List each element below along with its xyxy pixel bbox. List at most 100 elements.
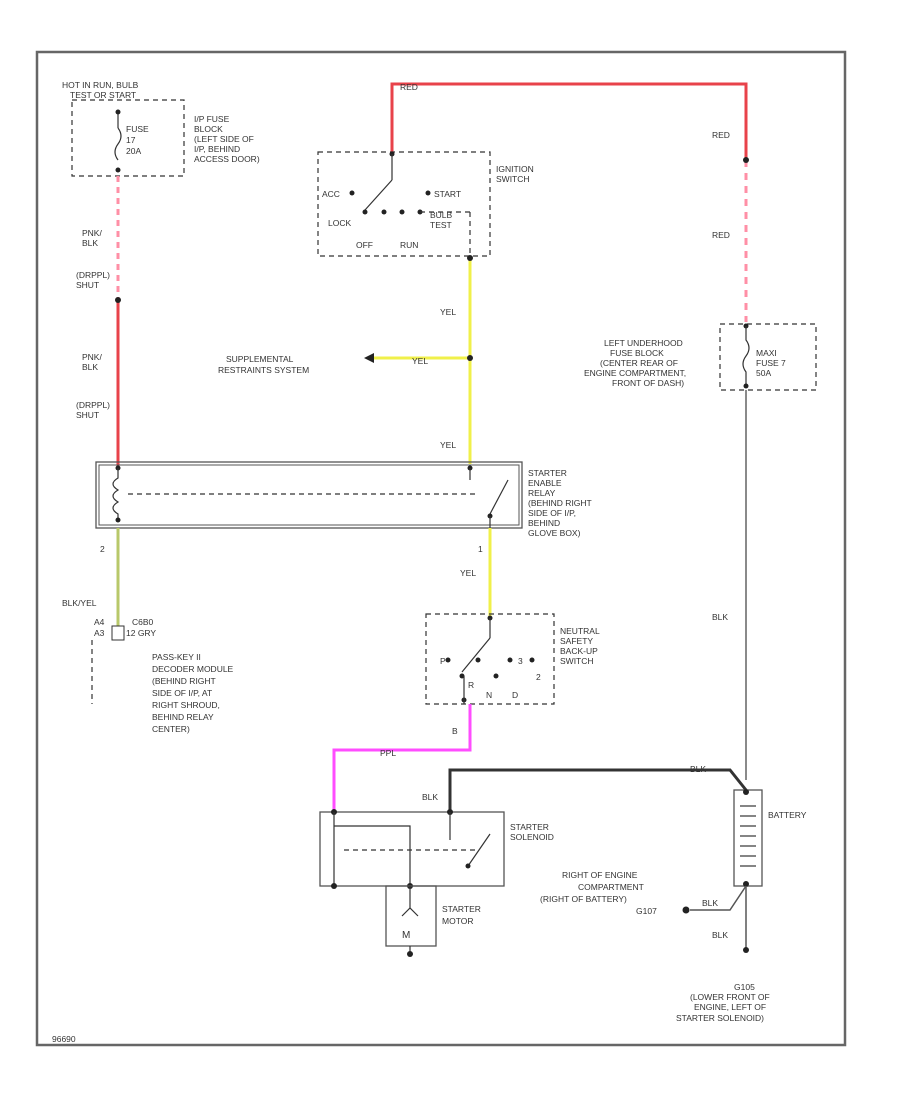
motor-label-2: MOTOR [442, 916, 473, 926]
uh-fuse-label-4: ENGINE COMPARTMENT, [584, 368, 686, 378]
srs-label-1: SUPPLEMENTAL [226, 354, 294, 364]
pnk-blk-label-1a: PNK/ [82, 228, 102, 238]
motor-label-1: STARTER [442, 904, 481, 914]
conn-text-2: 12 GRY [126, 628, 156, 638]
lock-label: LOCK [328, 218, 351, 228]
conn-a3: A3 [94, 628, 105, 638]
blk-label-2: BLK [422, 792, 438, 802]
uh-fuse-label-5: FRONT OF DASH) [612, 378, 684, 388]
nss-pin-n: N [486, 690, 492, 700]
passkey-label-1: PASS-KEY II [152, 652, 201, 662]
relay-label-2: ENABLE [528, 478, 562, 488]
diagram-frame [35, 50, 847, 1047]
motor-symbol-icon: M [402, 930, 410, 941]
underhood-fuse-block [719, 323, 817, 391]
pnk-blk-label-2b: BLK [82, 362, 98, 372]
start-label: START [434, 189, 461, 199]
ip-fuse-label-1: I/P FUSE [194, 114, 230, 124]
ground-point-icon [682, 906, 690, 914]
nss-label-3: BACK-UP [560, 646, 598, 656]
pnk-blk-label-2a: PNK/ [82, 352, 102, 362]
starter-solenoid [319, 809, 505, 889]
blk-label-bottom: BLK [712, 930, 728, 940]
relay-label-7: GLOVE BOX) [528, 528, 581, 538]
red-wire-node [743, 157, 749, 163]
grppl-label-2a: (DRPPL) [76, 400, 110, 410]
blk-label-right: BLK [712, 612, 728, 622]
neutral-safety-switch [425, 613, 555, 705]
pnk-blk-label-1b: BLK [82, 238, 98, 248]
ground-right-label-2: COMPARTMENT [578, 882, 644, 892]
solenoid-label-2: SOLENOID [510, 832, 554, 842]
nss-pin-b-label: B [452, 726, 458, 736]
nss-pin-3: 3 [518, 656, 523, 666]
ground-right-label-4: G107 [636, 906, 657, 916]
relay-pin2-label: 2 [100, 544, 105, 554]
bulb-test-label-2: TEST [430, 220, 452, 230]
uh-fuse-label-1: LEFT UNDERHOOD [604, 338, 683, 348]
relay-label-1: STARTER [528, 468, 567, 478]
grppl-label-2b: SHUT [76, 410, 99, 420]
ip-fuse-block [71, 99, 185, 177]
srs-arrow-icon [364, 353, 374, 363]
starter-enable-relay [95, 461, 523, 529]
ground-wire-right [690, 885, 747, 911]
ground-right-label-3: (RIGHT OF BATTERY) [540, 894, 627, 904]
hot-in-run-label-2: TEST OR START [70, 90, 136, 100]
passkey-label-7: CENTER) [152, 724, 190, 734]
nss-pin-d: D [512, 690, 518, 700]
fuse17-label-1: FUSE [126, 124, 149, 134]
starter-motor: M [385, 885, 437, 957]
ip-fuse-label-5: ACCESS DOOR) [194, 154, 260, 164]
figure-id: 96690 [52, 1034, 76, 1044]
passkey-label-5: RIGHT SHROUD, [152, 700, 220, 710]
red-label-2: RED [712, 230, 730, 240]
splice-point [115, 297, 121, 303]
hot-in-run-label-1: HOT IN RUN, BULB [62, 80, 139, 90]
maxi-fuse-label-1: MAXI [756, 348, 777, 358]
maxi-fuse-label-3: 50A [756, 368, 771, 378]
grppl-label-1b: SHUT [76, 280, 99, 290]
red-label-1: RED [712, 130, 730, 140]
nss-pin-2: 2 [536, 672, 541, 682]
passkey-label-3: (BEHIND RIGHT [152, 676, 216, 686]
nss-pin-r: R [468, 680, 474, 690]
yel-label-2: YEL [412, 356, 428, 366]
blk-label-ground: BLK [702, 898, 718, 908]
blk-yel-label: BLK/YEL [62, 598, 97, 608]
nss-label-2: SAFETY [560, 636, 593, 646]
battery [733, 789, 763, 887]
run-label: RUN [400, 240, 418, 250]
acc-label: ACC [322, 189, 340, 199]
relay-label-6: BEHIND [528, 518, 560, 528]
ground-right-label-1: RIGHT OF ENGINE [562, 870, 638, 880]
ground-bottom-icon [743, 947, 749, 953]
ign-output-node [467, 255, 473, 261]
maxi-fuse-label-2: FUSE 7 [756, 358, 786, 368]
pass-key-connector [91, 625, 125, 704]
relay-pin1-label: 1 [478, 544, 483, 554]
yel-label-1: YEL [440, 307, 456, 317]
conn-a4: A4 [94, 617, 105, 627]
grppl-label-1a: (DRPPL) [76, 270, 110, 280]
relay-label-4: (BEHIND RIGHT [528, 498, 592, 508]
passkey-label-4: SIDE OF I/P, AT [152, 688, 212, 698]
conn-text-1: C6B0 [132, 617, 154, 627]
off-label: OFF [356, 240, 373, 250]
g105-label-4: STARTER SOLENOID) [676, 1013, 764, 1023]
solenoid-label-1: STARTER [510, 822, 549, 832]
battery-label: BATTERY [768, 810, 807, 820]
relay-label-3: RELAY [528, 488, 556, 498]
ign-switch-label-2: SWITCH [496, 174, 530, 184]
yel-label-4: YEL [460, 568, 476, 578]
blk-label-3: BLK [690, 764, 706, 774]
g105-label-1: G105 [734, 982, 755, 992]
nss-pin-p: P [440, 656, 446, 666]
relay-label-5: SIDE OF I/P, [528, 508, 576, 518]
ip-fuse-label-4: I/P, BEHIND [194, 144, 240, 154]
fuse17-label-2: 17 [126, 135, 136, 145]
ignition-switch [317, 151, 491, 258]
red-wire-top [390, 82, 748, 160]
ip-fuse-label-3: (LEFT SIDE OF [194, 134, 254, 144]
